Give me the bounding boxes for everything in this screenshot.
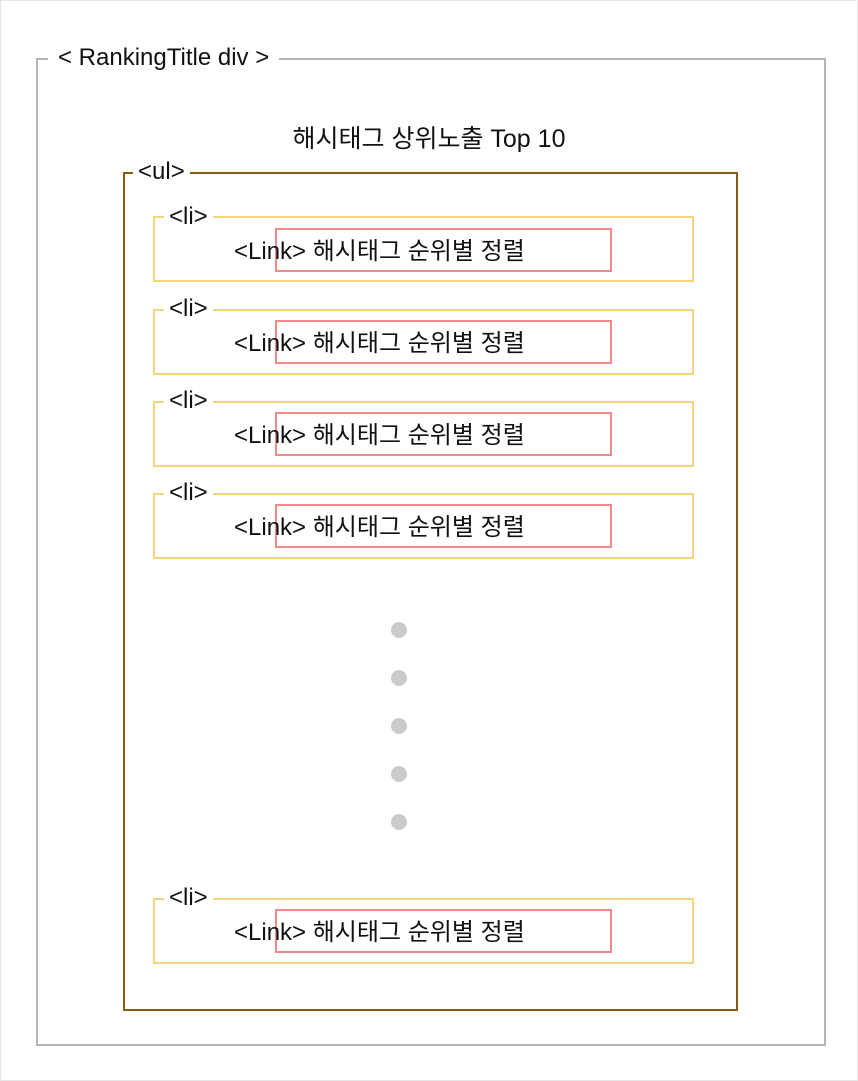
li-box: [153, 493, 694, 559]
li-label: <li>: [164, 202, 213, 232]
li-label: <li>: [164, 294, 213, 324]
link-label: <Link> 해시태그 순위별 정렬: [234, 514, 525, 541]
ellipsis-dot: [391, 670, 407, 686]
li-label: <li>: [164, 478, 213, 508]
ellipsis-dot: [391, 814, 407, 830]
link-label: <Link> 해시태그 순위별 정렬: [234, 238, 525, 265]
link-box: [275, 909, 612, 953]
ranking-heading: 해시태그 상위노출 Top 10: [292, 125, 566, 153]
link-label: <Link> 해시태그 순위별 정렬: [234, 330, 525, 357]
ellipsis-dot: [391, 766, 407, 782]
ranking-title-div-box: [36, 58, 826, 1046]
link-box: [275, 320, 612, 364]
ul-label: <ul>: [133, 157, 190, 187]
ellipsis-dot: [391, 622, 407, 638]
link-label: <Link> 해시태그 순위별 정렬: [234, 422, 525, 449]
li-box: [153, 216, 694, 282]
link-box: [275, 412, 612, 456]
li-label: <li>: [164, 883, 213, 913]
link-box: [275, 228, 612, 272]
li-box: [153, 309, 694, 375]
li-box: [153, 898, 694, 964]
li-label: <li>: [164, 386, 213, 416]
link-label: <Link> 해시태그 순위별 정렬: [234, 919, 525, 946]
ranking-title-div-label: < RankingTitle div >: [48, 43, 280, 73]
ul-box: [123, 172, 738, 1011]
ellipsis-dot: [391, 718, 407, 734]
link-box: [275, 504, 612, 548]
li-box: [153, 401, 694, 467]
